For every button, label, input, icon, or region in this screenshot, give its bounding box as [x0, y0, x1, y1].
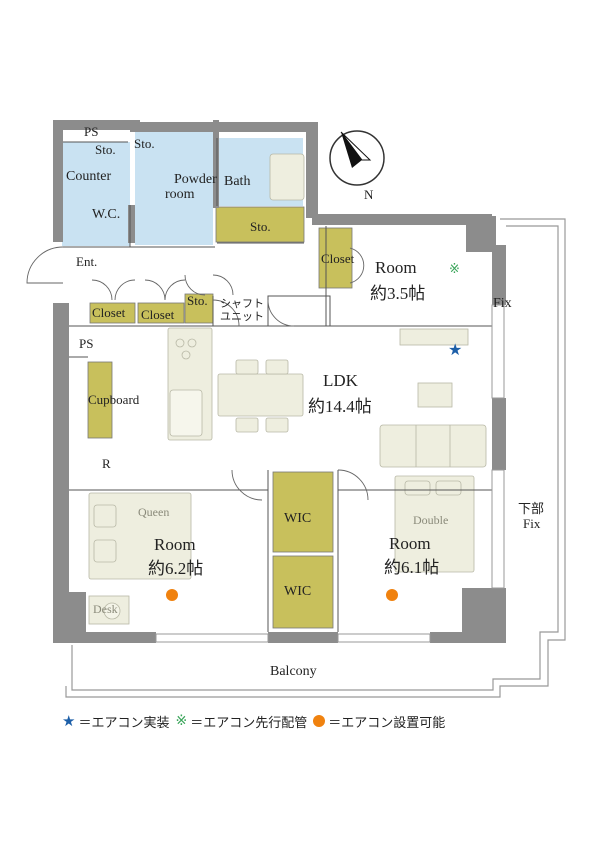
doors — [26, 246, 369, 501]
compass-icon: N — [329, 130, 385, 202]
wet-areas — [62, 132, 303, 246]
shaft-label-1: シャフト — [220, 298, 264, 310]
fix-label-2b: Fix — [523, 516, 541, 531]
sto-bath-label: Sto. — [250, 219, 271, 234]
ldk-size: 約14.4帖 — [308, 397, 372, 416]
room-right-size: 約6.1帖 — [384, 558, 439, 577]
windows — [155, 304, 505, 643]
balcony-outline — [65, 218, 566, 698]
bath-label: Bath — [224, 174, 250, 189]
cupboard-label: Cupboard — [88, 392, 140, 407]
fix-label-1: Fix — [493, 296, 512, 311]
refrigerator-label: R — [102, 456, 111, 471]
aircon-legend: ★ ＝エアコン実装 ※ ＝エアコン先行配管 ＝エアコン設置可能 — [62, 709, 532, 733]
wc-label: W.C. — [92, 207, 120, 222]
legend-item-piping: ※ ＝エアコン先行配管 — [175, 712, 307, 731]
double-bed-label: Double — [413, 513, 448, 527]
wic-label-2: WIC — [284, 584, 311, 599]
queen-bed-label: Queen — [138, 505, 169, 519]
aircon-markers: ★ ※ — [166, 262, 462, 601]
storage-areas — [87, 206, 353, 629]
sto-b-label: Sto. — [134, 136, 155, 151]
wic-label-1: WIC — [284, 511, 311, 526]
ps-left-label: PS — [79, 336, 93, 351]
sto-a-label: Sto. — [95, 142, 116, 157]
legend-text: ＝エアコン設置可能 — [328, 715, 446, 731]
balcony-label: Balcony — [270, 664, 317, 679]
walls — [53, 120, 506, 643]
sto-hall-label: Sto. — [187, 293, 208, 308]
closet-label-2: Closet — [141, 307, 175, 322]
legend-text: ＝エアコン実装 — [78, 715, 170, 731]
shaft-label-2: ユニット — [220, 311, 264, 323]
asterisk-icon: ※ — [449, 262, 460, 277]
counter-label: Counter — [66, 169, 111, 184]
star-icon: ★ — [448, 340, 462, 359]
closet-label-1: Closet — [92, 305, 126, 320]
room-left-label: Room — [154, 535, 196, 554]
legend-item-possible: ＝エアコン設置可能 — [313, 712, 445, 731]
room-labels: PS Sto. Sto. Counter W.C. Powder room Ba… — [66, 124, 544, 679]
powder-room-label-2: room — [165, 187, 195, 202]
powder-room-label-1: Powder — [174, 172, 217, 187]
ldk-label: LDK — [323, 371, 359, 390]
legend-item-installed: ★ ＝エアコン実装 — [62, 712, 169, 731]
asterisk-icon: ※ — [175, 713, 188, 729]
star-icon: ★ — [62, 712, 76, 730]
closet-room-label: Closet — [321, 251, 355, 266]
desk-label: Desk — [93, 602, 118, 616]
room-small-size: 約3.5帖 — [370, 284, 425, 303]
furniture — [88, 153, 487, 625]
room-left-size: 約6.2帖 — [148, 559, 203, 578]
room-right-label: Room — [389, 534, 431, 553]
partitions — [63, 138, 495, 632]
ps-top-label: PS — [84, 124, 98, 139]
room-small-label: Room — [375, 258, 417, 277]
compass-n-label: N — [364, 187, 374, 202]
dot-icon — [166, 589, 178, 601]
legend-text: ＝エアコン先行配管 — [190, 715, 308, 731]
entrance-label: Ent. — [76, 254, 97, 269]
dot-icon — [386, 589, 398, 601]
fix-label-2a: 下部 — [518, 501, 544, 516]
dot-icon — [313, 715, 326, 727]
